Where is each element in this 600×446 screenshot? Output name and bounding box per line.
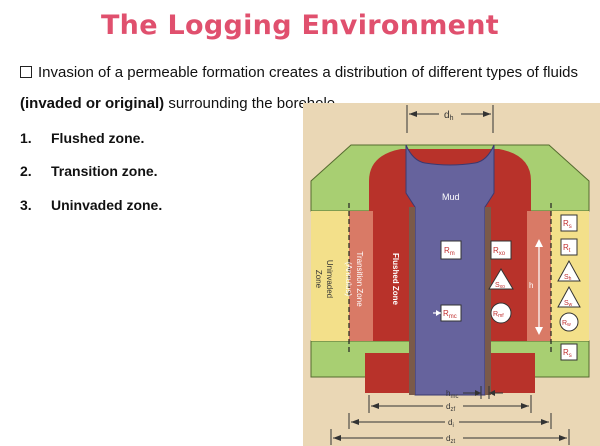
- rmf-circle: [490, 302, 512, 324]
- rmc-arrow-head: [436, 310, 441, 316]
- rxo-box: [490, 240, 512, 260]
- di-arrow-left: [351, 419, 359, 425]
- di-arrow-right: [541, 419, 549, 425]
- list-number: 3.: [20, 197, 32, 213]
- rs-bottom-label: Rs: [563, 348, 572, 359]
- rt-label: Rt: [563, 243, 571, 254]
- rs-top-box: [560, 214, 578, 232]
- list-label: Uninvaded zone.: [51, 197, 163, 213]
- dzf-label: dzf: [446, 402, 455, 413]
- rw-label: Rw: [562, 320, 571, 328]
- flushed-label: Flushed Zone: [391, 253, 400, 306]
- page-title: The Logging Environment: [100, 10, 500, 41]
- intro-line-2: (invaded or original) surrounding the bo…: [20, 95, 339, 112]
- list-number: 1.: [20, 130, 32, 146]
- hmc-arrow-head: [475, 390, 481, 396]
- h-arrow-bottom: [535, 327, 543, 335]
- intro-bold: (invaded or original): [20, 95, 165, 112]
- sw-label: Sw: [564, 300, 573, 308]
- uninvaded-label: UninvadedZone: [314, 260, 334, 298]
- dzt-arrow-right: [559, 435, 567, 441]
- list-item-transition: 2. Transition zone.: [20, 163, 158, 179]
- sh-label: Sh: [564, 274, 572, 282]
- mudcake-right: [485, 207, 491, 395]
- rm-label: Rm: [444, 246, 455, 257]
- sw-triangle: [557, 285, 581, 308]
- sxo-triangle: [488, 268, 514, 290]
- dzt-arrow-left: [333, 435, 341, 441]
- sxo-label: Sxo: [495, 282, 505, 290]
- di-label: di: [448, 418, 454, 429]
- dzt-label-bg: [443, 431, 463, 443]
- list-item-uninvaded: 3. Uninvaded zone.: [20, 197, 162, 213]
- rmc-label: Rmc: [443, 309, 457, 320]
- dh-label-bg: [439, 107, 461, 120]
- dzt-label: dzt: [446, 434, 455, 445]
- rm-box: [440, 240, 462, 260]
- hmc-arrow-head-2: [489, 390, 495, 396]
- mud-label: Mud: [442, 192, 460, 202]
- mud-column: [405, 144, 495, 396]
- checkbox-bullet-icon: [20, 66, 32, 78]
- di-label-bg: [445, 415, 459, 427]
- rs-top-label: Rs: [563, 219, 572, 230]
- rt-box: [560, 238, 578, 256]
- rs-bottom-box: [560, 343, 578, 361]
- mudcake-left: [409, 207, 415, 395]
- intro-text-1: Invasion of a permeable formation create…: [38, 64, 579, 81]
- dh-label: dh: [444, 110, 454, 122]
- rxo-label: Rxo: [493, 246, 506, 257]
- dzf-arrow-left: [371, 403, 379, 409]
- dzf-arrow-right: [521, 403, 529, 409]
- list-item-flushed: 1. Flushed zone.: [20, 130, 144, 146]
- intro-rest: surrounding the borehole.: [164, 95, 340, 112]
- list-label: Transition zone.: [51, 163, 158, 179]
- borehole-diagram: dh Mud UninvadedZone Transition Zone(Ann…: [303, 103, 600, 446]
- dh-arrow-left: [409, 111, 417, 117]
- dzf-label-bg: [443, 399, 463, 411]
- intro-line-1: Invasion of a permeable formation create…: [20, 64, 578, 81]
- rw-circle: [559, 312, 579, 332]
- list-number: 2.: [20, 163, 32, 179]
- h-label: h: [529, 281, 533, 290]
- rmf-label: Rmf: [493, 311, 504, 319]
- dh-arrow-right: [483, 111, 491, 117]
- list-label: Flushed zone.: [51, 130, 145, 146]
- hmc-label: hmc: [446, 389, 458, 400]
- sh-triangle: [557, 259, 581, 282]
- h-arrow-top: [535, 239, 543, 247]
- transition-label: Transition Zone(Annulus): [344, 251, 364, 307]
